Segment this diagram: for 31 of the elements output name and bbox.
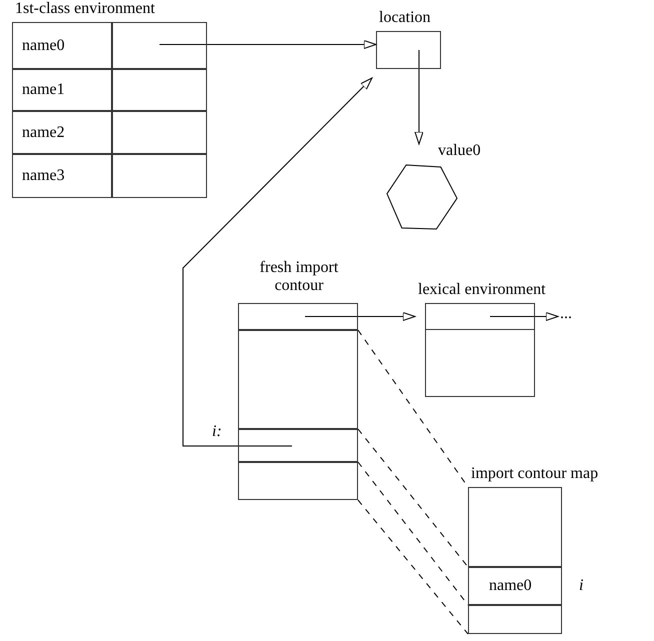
table-cell: [112, 154, 207, 198]
table-cell: [112, 69, 207, 111]
arrow: [159, 40, 376, 49]
arrow: [304, 312, 416, 321]
table-cell: [12, 69, 112, 111]
dashed-line: [358, 500, 468, 634]
cell-label: name2: [22, 124, 65, 142]
arrow: [182, 78, 372, 446]
cell-label: name3: [22, 167, 65, 185]
side-label: value0: [438, 142, 481, 160]
heading-label: import contour map: [471, 465, 598, 483]
table-cell: [112, 111, 207, 154]
heading-label: fresh import contour: [258, 259, 340, 295]
heading-label: location: [379, 9, 431, 27]
cell-label: name0: [22, 37, 65, 55]
dashed-line: [358, 428, 468, 568]
table-cell: [12, 154, 112, 198]
cell-label: name1: [22, 81, 65, 99]
side-label: i: [579, 577, 584, 595]
table-cell: [12, 22, 112, 69]
heading-label: 1st-class environment: [15, 0, 155, 18]
cell-label: name0: [489, 577, 532, 595]
side-label: i:: [212, 423, 222, 441]
arrow: [414, 50, 424, 144]
arrow: [490, 312, 558, 321]
dashed-line: [358, 462, 468, 606]
contour-slot: [238, 330, 358, 429]
table-cell: [112, 22, 207, 69]
table-cell: [12, 111, 112, 154]
heading-label: lexical environment: [418, 281, 546, 299]
text-label: ...: [560, 305, 572, 323]
